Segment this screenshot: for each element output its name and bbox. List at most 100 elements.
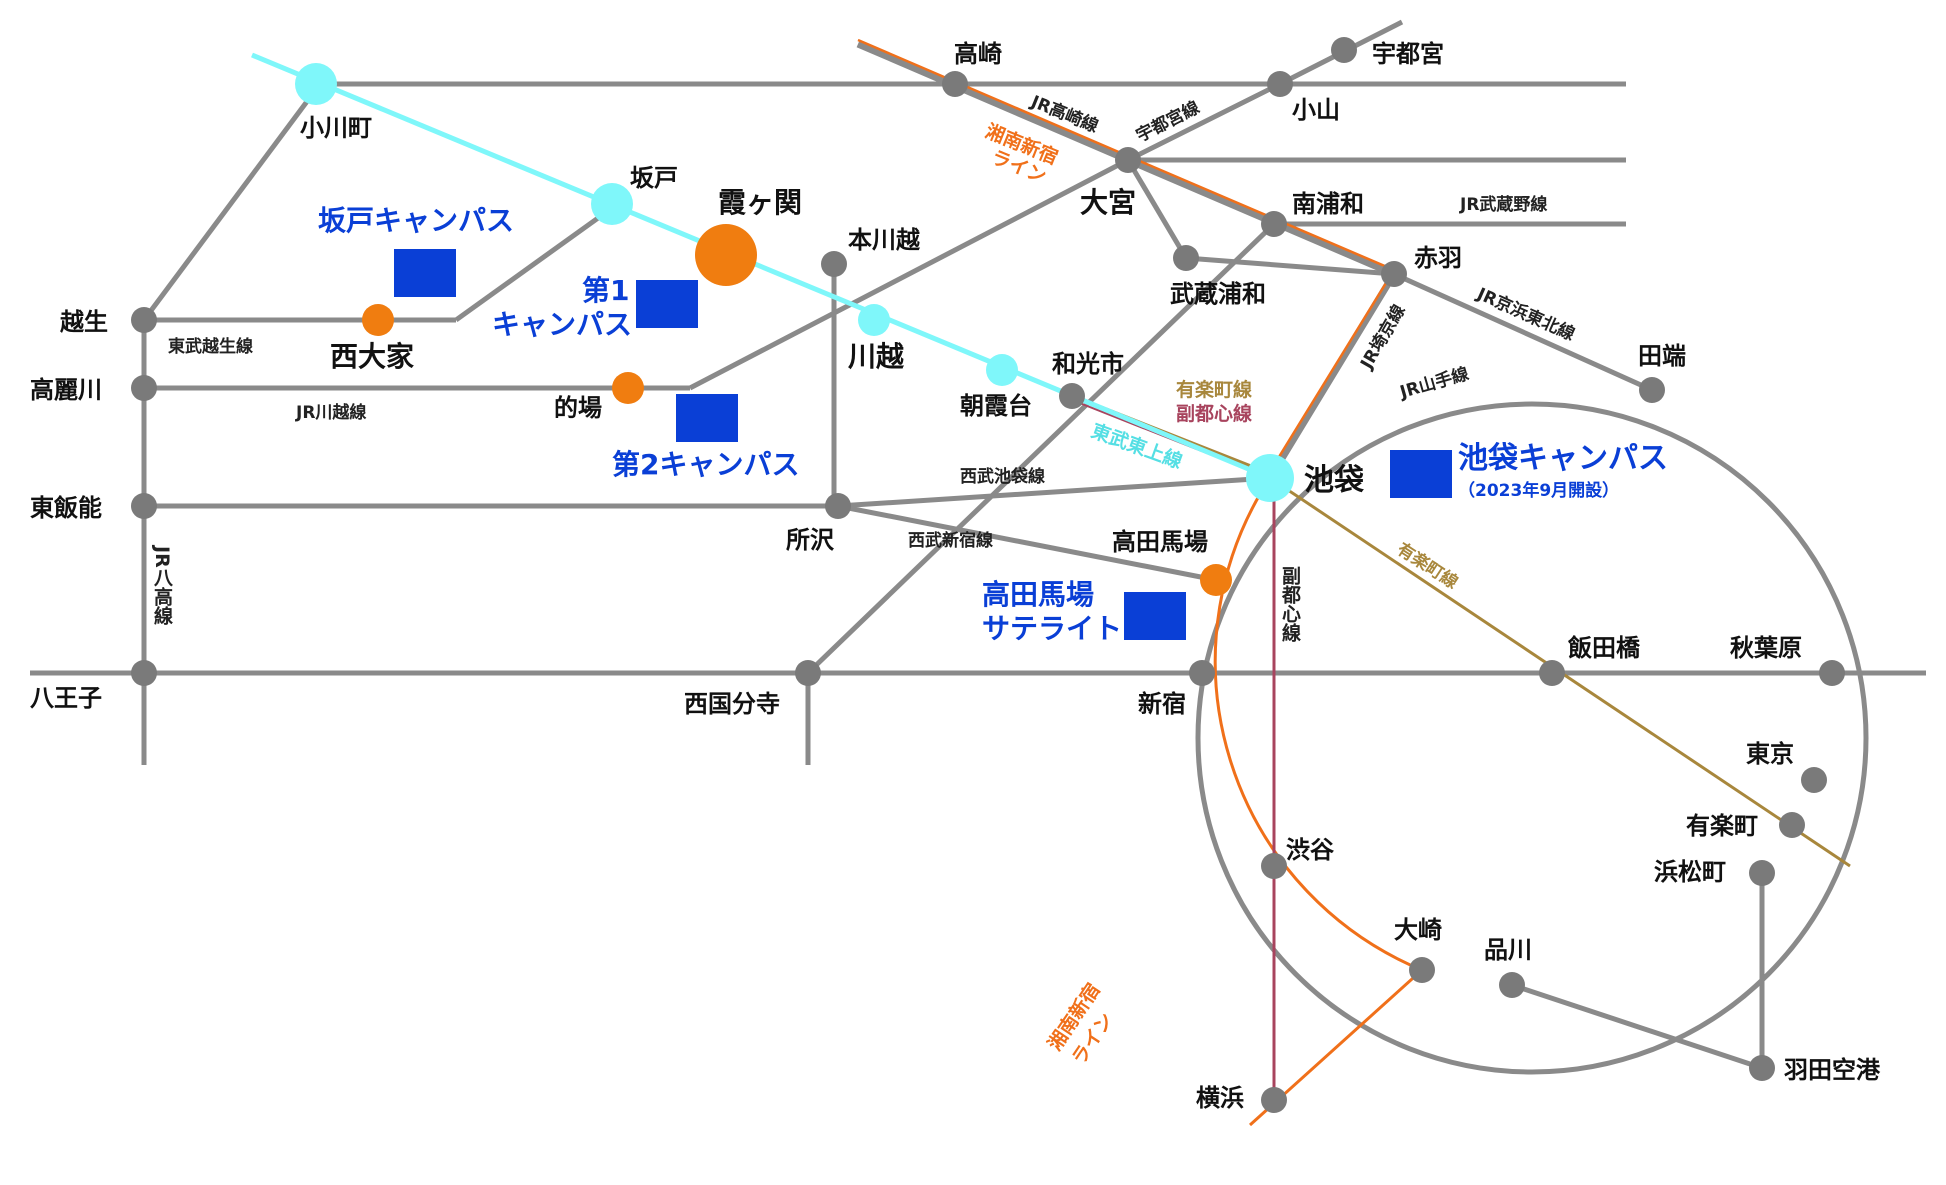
node-tokyo[interactable] [1801, 767, 1827, 793]
label-oppe: 越生 [60, 308, 108, 336]
label-sakado-campus: 坂戸キャンパス [318, 204, 514, 237]
node-nishi-oya[interactable] [362, 304, 394, 336]
node-takadanobaba[interactable] [1200, 564, 1232, 596]
label-ikebukuro: 池袋 [1304, 463, 1364, 498]
node-asakadai[interactable] [986, 354, 1018, 386]
node-ogawamachi[interactable] [295, 63, 337, 105]
label-yokohama: 横浜 [1196, 1084, 1244, 1112]
label-seibu-ikebukuro: 西武池袋線 [960, 466, 1045, 487]
node-shinagawa[interactable] [1499, 972, 1525, 998]
omiya-to-musashiurawa [1125, 158, 1189, 260]
campus-markers [394, 249, 1452, 640]
label-oyama: 小山 [1292, 96, 1340, 124]
campus1-marker[interactable] [636, 280, 698, 328]
label-tokyo: 東京 [1746, 740, 1794, 768]
seibu-ikebukuro-line-east [837, 475, 1271, 509]
node-matoba[interactable] [612, 372, 644, 404]
node-tabata[interactable] [1639, 377, 1665, 403]
node-takasaki[interactable] [942, 71, 968, 97]
node-iidabashi[interactable] [1539, 660, 1565, 686]
station-nodes [131, 37, 1845, 1113]
ikebukuro-campus-marker[interactable] [1390, 450, 1452, 498]
label-higashi-hanno: 東飯能 [30, 494, 102, 522]
yamanote-loop [1195, 401, 1869, 1075]
label-nishi-oya: 西大家 [330, 340, 414, 373]
node-musashi-urawa[interactable] [1173, 245, 1199, 271]
node-minami-urawa[interactable] [1261, 211, 1287, 237]
satellite-marker[interactable] [1124, 592, 1186, 640]
label-tobu-tojo: 東武東上線 [1088, 419, 1185, 473]
label-jr-hachiko: JR八高線 [151, 544, 173, 625]
label-takasaki: 高崎 [954, 40, 1002, 68]
node-oppe[interactable] [131, 307, 157, 333]
label-musashi-urawa: 武蔵浦和 [1170, 280, 1266, 308]
node-nishi-kokubunji[interactable] [795, 660, 821, 686]
node-wakoshi[interactable] [1059, 383, 1085, 409]
node-akihabara[interactable] [1819, 660, 1845, 686]
label-osaki: 大崎 [1394, 916, 1442, 944]
label-campus2: 第2キャンパス [612, 448, 799, 481]
node-haneda[interactable] [1749, 1055, 1775, 1081]
node-akabane[interactable] [1381, 261, 1407, 287]
label-tobu-ogose: 東武越生線 [168, 336, 253, 357]
node-tokorozawa[interactable] [825, 493, 851, 519]
node-yurakucho[interactable] [1779, 812, 1805, 838]
label-jr-musashino: JR武蔵野線 [1459, 194, 1547, 215]
label-satellite-line2: サテライト [982, 612, 1122, 645]
node-oyama[interactable] [1267, 71, 1293, 97]
label-takadanobaba: 高田馬場 [1112, 528, 1208, 556]
oppe-to-ogawamachi [141, 82, 323, 322]
musashino-line-diagonal [806, 222, 1276, 675]
label-akihabara: 秋葉原 [1730, 634, 1802, 662]
label-shinagawa: 品川 [1484, 936, 1532, 964]
node-yokohama[interactable] [1261, 1087, 1287, 1113]
sakado-campus-marker[interactable] [394, 249, 456, 297]
haneda-spur-diagonal [1511, 982, 1763, 1071]
node-utsunomiya[interactable] [1331, 37, 1357, 63]
node-hamamatsucho[interactable] [1749, 860, 1775, 886]
label-komagawa: 高麗川 [30, 376, 102, 404]
label-ogawamachi: 小川町 [300, 114, 372, 142]
keihin-akabane-tabata [1392, 271, 1654, 393]
label-hamamatsucho: 浜松町 [1654, 858, 1726, 886]
label-kawagoe: 川越 [848, 340, 905, 373]
node-ikebukuro[interactable] [1246, 454, 1294, 502]
campus2-marker[interactable] [676, 394, 738, 442]
label-jr-saikyo: JR埼京線 [1356, 301, 1410, 373]
label-iidabashi: 飯田橋 [1567, 634, 1641, 662]
utsunomiya-line [1126, 81, 1282, 163]
node-kawagoe[interactable] [858, 304, 890, 336]
node-komagawa[interactable] [131, 375, 157, 401]
shonan-shinjuku-line [856, 38, 1424, 1127]
label-sakado: 坂戸 [630, 164, 678, 192]
gray-lines [30, 19, 1926, 1071]
jr-kawagoe-line-diagonal [688, 157, 1130, 391]
node-osaki[interactable] [1409, 957, 1435, 983]
label-haneda: 羽田空港 [1784, 1056, 1881, 1084]
tobu-tojo-line [251, 52, 1271, 481]
label-yurakucho-fukutoshin-1: 有楽町線 [1176, 378, 1252, 401]
label-asakadai: 朝霞台 [960, 392, 1032, 420]
node-shinjuku[interactable] [1189, 660, 1215, 686]
node-hachioji[interactable] [131, 660, 157, 686]
node-kasumigaseki[interactable] [695, 224, 757, 286]
node-sakado[interactable] [591, 183, 633, 225]
label-seibu-shinjuku: 西武新宿線 [908, 530, 993, 551]
label-nishi-kokubunji: 西国分寺 [684, 690, 780, 718]
node-omiya[interactable] [1115, 147, 1141, 173]
label-shibuya: 渋谷 [1286, 836, 1335, 864]
node-hon-kawagoe[interactable] [821, 251, 847, 277]
label-tokorozawa: 所沢 [786, 526, 835, 554]
label-minami-urawa: 南浦和 [1292, 190, 1364, 218]
label-kasumigaseki: 霞ヶ関 [718, 186, 802, 219]
tobu-ogose-to-sakado [454, 205, 614, 323]
label-shinjuku: 新宿 [1138, 690, 1186, 718]
label-campus1-line2: キャンパス [492, 308, 632, 341]
label-yurakucho-fukutoshin-2: 副都心線 [1176, 402, 1252, 425]
label-akabane: 赤羽 [1414, 244, 1462, 272]
node-higashi-hanno[interactable] [131, 493, 157, 519]
label-utsunomiya: 宇都宮 [1372, 40, 1444, 68]
station-labels: 小川町 坂戸 霞ヶ関 本川越 川越 朝霞台 和光市 池袋 高崎 宇都宮 小山 大… [30, 40, 1881, 1112]
node-shibuya[interactable] [1261, 853, 1287, 879]
